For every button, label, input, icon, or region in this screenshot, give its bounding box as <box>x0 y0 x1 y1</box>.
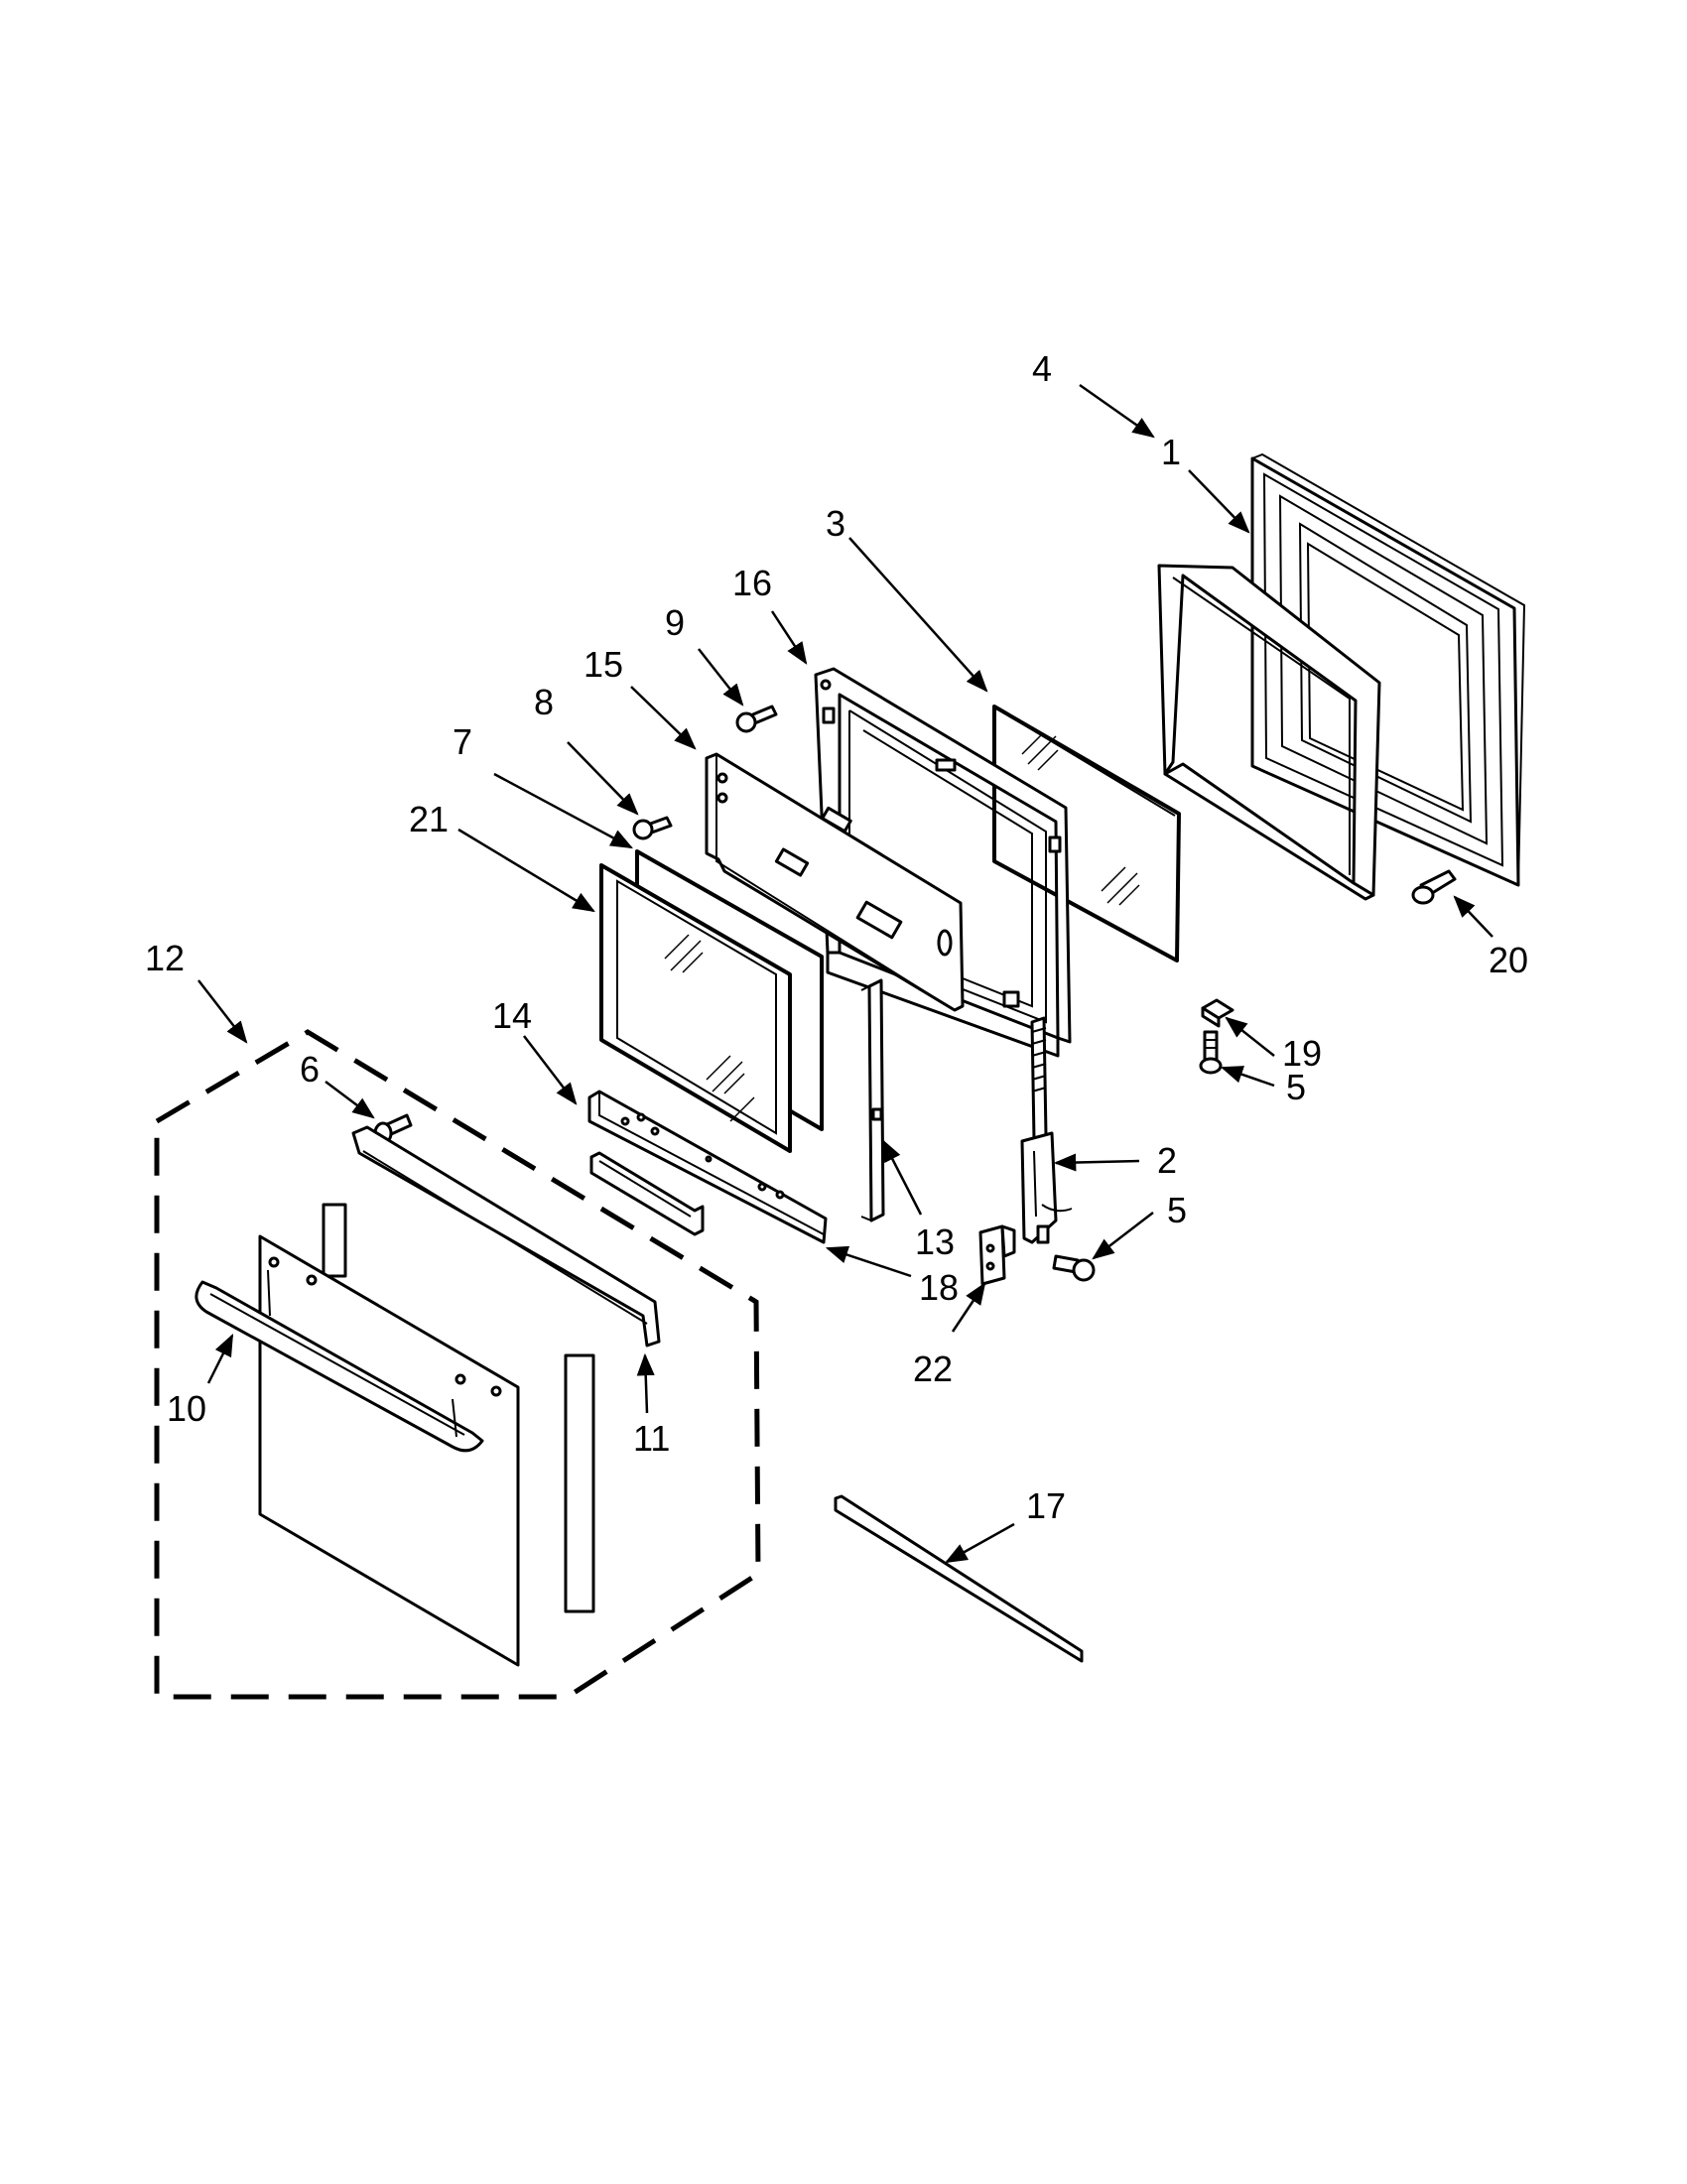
leader-16 <box>770 610 808 665</box>
leader-3 <box>848 537 988 693</box>
channel-13 <box>860 978 885 1222</box>
callout-4: 4 <box>1032 348 1052 389</box>
leader-21 <box>457 828 595 913</box>
callout-9: 9 <box>665 602 685 643</box>
leader-17 <box>945 1522 1015 1564</box>
callout-15: 15 <box>584 644 623 685</box>
callout-14: 14 <box>492 995 532 1036</box>
screw-5-upper <box>1199 1030 1223 1075</box>
callout-5-lower: 5 <box>1167 1190 1187 1230</box>
leader-5-lower <box>1092 1212 1154 1260</box>
leader-10 <box>206 1333 234 1384</box>
screw-8 <box>632 816 673 840</box>
left-door-strip <box>322 1203 347 1278</box>
hinge-2 <box>1020 1016 1073 1244</box>
leader-11 <box>636 1352 655 1414</box>
callout-5-upper: 5 <box>1286 1067 1306 1107</box>
callout-12: 12 <box>145 938 185 978</box>
callout-19: 19 <box>1282 1033 1322 1074</box>
callout-10: 10 <box>167 1388 206 1429</box>
outer-door-panel-12 <box>258 1234 520 1667</box>
callout-20: 20 <box>1489 940 1528 980</box>
outer-door-panel <box>1250 452 1526 887</box>
leader-1 <box>1188 469 1250 534</box>
bracket-18 <box>589 1151 705 1236</box>
vent-trim-14 <box>587 1090 828 1244</box>
leader-7 <box>493 772 633 849</box>
screw-9 <box>735 705 778 733</box>
callout-21: 21 <box>409 799 449 839</box>
callout-labels: 1 2 3 4 5 5 6 7 8 9 10 11 12 13 14 15 16… <box>145 348 1528 1526</box>
leader-4 <box>1079 383 1155 439</box>
right-door-strip <box>564 1353 595 1613</box>
leader-15 <box>630 686 697 750</box>
seal-strip-17 <box>834 1494 1084 1663</box>
leader-6 <box>324 1081 375 1119</box>
callout-8: 8 <box>534 682 554 722</box>
leader-9 <box>698 648 744 707</box>
hinge-receiver-22 <box>978 1224 1016 1286</box>
leader-lines <box>197 383 1493 1564</box>
screw-5-lower <box>1052 1254 1096 1282</box>
leader-22 <box>951 1282 986 1333</box>
callout-6: 6 <box>300 1049 320 1090</box>
door-handle-10 <box>195 1269 484 1453</box>
glass-panel-3 <box>992 705 1181 963</box>
leader-12 <box>197 979 248 1044</box>
screw-20 <box>1411 869 1457 905</box>
callout-22: 22 <box>913 1349 953 1389</box>
clip-19 <box>1201 998 1234 1028</box>
leader-8 <box>567 741 639 816</box>
leader-5-upper <box>1220 1066 1275 1088</box>
callout-16: 16 <box>732 563 772 603</box>
leader-13 <box>881 1138 923 1216</box>
callout-18: 18 <box>919 1267 959 1308</box>
bracket-panel-15 <box>705 752 965 1012</box>
leader-14 <box>523 1035 578 1105</box>
callout-13: 13 <box>915 1221 955 1262</box>
top-trim-11 <box>351 1125 661 1348</box>
leader-2 <box>1053 1153 1140 1172</box>
callout-11: 11 <box>633 1418 670 1459</box>
callout-2: 2 <box>1157 1140 1177 1181</box>
glass-panel-21 <box>599 863 792 1153</box>
callout-7: 7 <box>453 721 472 762</box>
outer-door-assembly-12 <box>154 1029 761 1700</box>
callout-1: 1 <box>1161 432 1181 472</box>
leader-20 <box>1453 895 1493 938</box>
leader-18 <box>825 1245 912 1278</box>
door-frame <box>1157 564 1381 901</box>
callout-3: 3 <box>826 503 845 544</box>
leader-19 <box>1225 1016 1275 1057</box>
callout-17: 17 <box>1026 1485 1066 1526</box>
